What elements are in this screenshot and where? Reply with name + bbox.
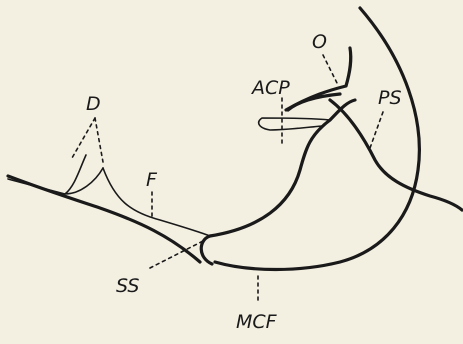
label-o: O	[312, 31, 327, 53]
leader-d-right	[94, 117, 104, 163]
label-mcf: MCF	[236, 311, 278, 333]
label-ss: SS	[116, 275, 139, 297]
ps-curve	[328, 98, 463, 212]
leader-d-left	[71, 117, 96, 159]
outer-curve	[213, 6, 421, 272]
f-channel-upper	[102, 167, 211, 237]
ss-bulb	[199, 234, 214, 266]
leader-ps	[369, 111, 384, 149]
left-upper-edge	[7, 154, 104, 195]
leader-ss	[149, 239, 206, 269]
label-ps: PS	[378, 87, 402, 109]
acp-process	[257, 117, 331, 131]
lower-outline	[6, 174, 202, 264]
label-d: D	[86, 93, 101, 115]
label-acp: ACP	[250, 77, 290, 99]
label-f: F	[146, 169, 158, 191]
o-curve	[284, 46, 353, 112]
inner-curve	[208, 118, 332, 238]
leader-o	[322, 54, 339, 86]
